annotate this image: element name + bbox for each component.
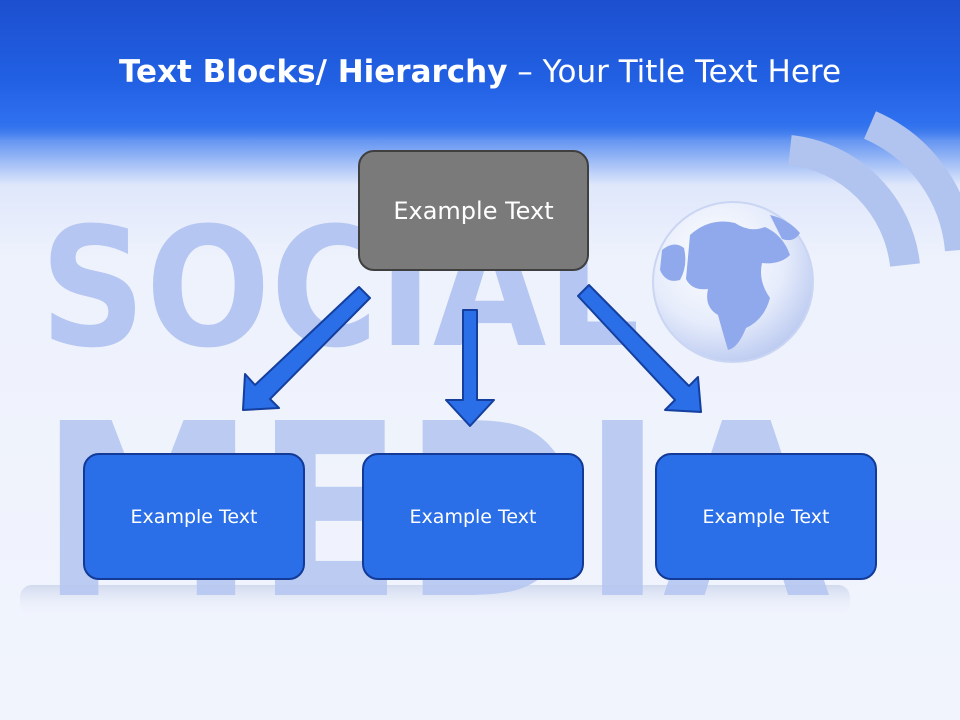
child-box-3-label: Example Text <box>702 505 830 528</box>
child-box-1: Example Text <box>83 453 305 580</box>
arrow-right <box>577 284 702 413</box>
signal-arcs-icon <box>787 111 960 268</box>
child-box-1-label: Example Text <box>130 505 258 528</box>
child-box-3: Example Text <box>655 453 877 580</box>
top-level-box: Example Text <box>358 150 589 271</box>
title-rest: – Your Title Text Here <box>507 54 842 90</box>
title-bar <box>0 0 960 140</box>
title-bold: Text Blocks/ Hierarchy <box>118 54 508 90</box>
arrow-center <box>445 309 495 427</box>
slide-title: Text Blocks/ Hierarchy – Your Title Text… <box>0 54 960 90</box>
top-level-box-label: Example Text <box>393 196 554 225</box>
globe-icon <box>652 201 814 363</box>
child-box-2-label: Example Text <box>409 505 537 528</box>
child-box-2: Example Text <box>362 453 584 580</box>
arrow-left <box>242 286 371 411</box>
